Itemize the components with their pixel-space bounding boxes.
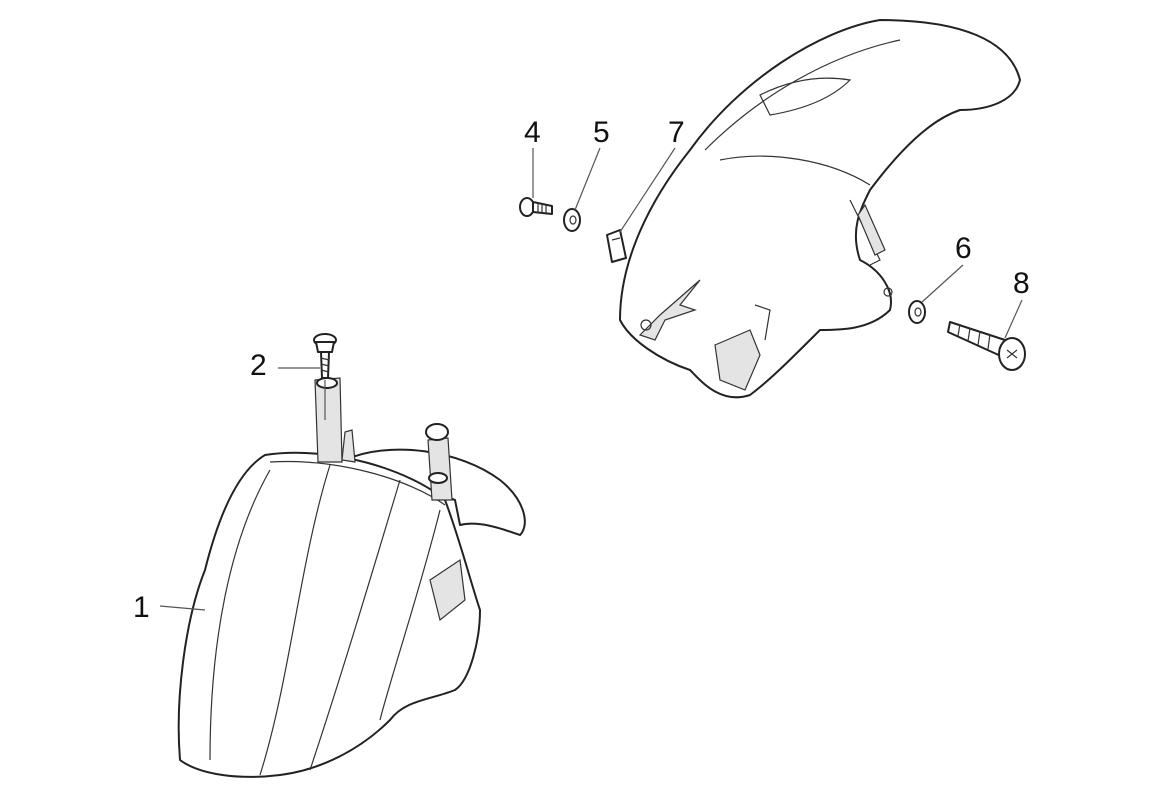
callout-7: 7	[668, 116, 685, 149]
washer-6	[908, 300, 926, 324]
front-fender	[177, 377, 526, 778]
callout-6: 6	[955, 232, 972, 265]
callout-2: 2	[250, 349, 267, 382]
clip-7	[606, 229, 627, 263]
leader-line-8	[1004, 299, 1023, 339]
washer-5	[563, 208, 581, 232]
screw-4	[519, 197, 553, 217]
callout-8: 8	[1013, 267, 1030, 300]
callout-4: 4	[524, 116, 541, 149]
screw-2	[313, 333, 337, 420]
callout-5: 5	[593, 116, 610, 149]
screw-8	[947, 321, 1026, 371]
rear-fender	[619, 19, 1021, 399]
leader-line-7	[619, 147, 676, 233]
callout-1: 1	[133, 591, 150, 624]
leader-line-5	[574, 147, 601, 211]
leader-line-6	[921, 264, 964, 303]
leader-line-1	[159, 605, 206, 611]
